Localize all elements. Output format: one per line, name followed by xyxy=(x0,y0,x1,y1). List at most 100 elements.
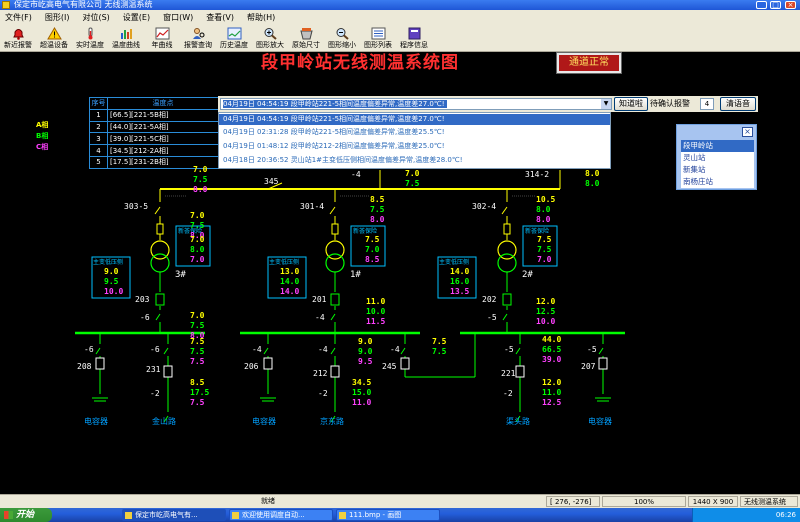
channel-status-badge: 通道正常 xyxy=(556,52,622,74)
menu-view[interactable]: 查看(V) xyxy=(206,13,234,22)
menu-graphics[interactable]: 图形(I) xyxy=(44,13,70,22)
outgoing-feeders xyxy=(92,333,611,423)
temp-reading-box1-low-b: 14.0 xyxy=(280,277,299,286)
menu-align[interactable]: 对位(S) xyxy=(82,13,110,22)
taskbar-item-app[interactable]: 保定市屹高电气有... xyxy=(122,509,226,521)
temp-reading-r231a-b: 7.5 xyxy=(190,347,205,356)
toolbar-original-size-button[interactable]: 原始尺寸 xyxy=(288,26,324,51)
close-icon[interactable]: × xyxy=(742,127,753,137)
chevron-down-icon[interactable]: ▼ xyxy=(601,99,611,109)
original-size-icon xyxy=(299,28,313,40)
station-item-xinji[interactable]: 新集站 xyxy=(683,165,706,174)
taskbar-item-paint[interactable]: 111.bmp - 画图 xyxy=(336,509,440,521)
temp-reading-top-314-a: 8.0 xyxy=(585,169,600,178)
toolbar-graph-list-button[interactable]: 图形列表 xyxy=(360,26,396,51)
label-221-5: -5 xyxy=(504,345,514,354)
phase-b-label: B相 xyxy=(36,132,49,140)
temp-reading-r231b-b: 17.5 xyxy=(190,388,209,397)
minimize-button[interactable]: _ xyxy=(756,1,767,9)
menu-file[interactable]: 文件(F) xyxy=(5,13,32,22)
menu-window[interactable]: 窗口(W) xyxy=(163,13,194,22)
list-item[interactable]: 04月19日 04:54:19 段甲岭站221-5相间温度偏差异常,温度差27.… xyxy=(219,114,610,125)
temp-reading-r302-b: 8.0 xyxy=(536,205,551,214)
label-207: 207 xyxy=(581,362,596,371)
label-minus4: -4 xyxy=(351,170,361,179)
warning-triangle-icon xyxy=(46,27,62,40)
toolbar-curve-button[interactable]: 温度曲线 xyxy=(108,26,144,51)
temp-reading-r221a-a: 44.0 xyxy=(542,335,561,344)
temp-reading-r221b-a: 12.0 xyxy=(542,378,561,387)
toolbar-zoom-out-button[interactable]: 图形缩小 xyxy=(324,26,360,51)
reading-boxes xyxy=(91,225,558,299)
alarm-select[interactable]: 04月19日 04:54:19 段甲岭站221-5相间温度偏差异常,温度差27.… xyxy=(220,98,612,110)
lv-breakers xyxy=(155,293,512,306)
list-item[interactable]: 04月19日 01:48:12 段甲岭站212-2相间温度偏差异常,温度差25.… xyxy=(223,142,445,150)
status-ready: 就绪 xyxy=(261,497,275,505)
temp-reading-r301-c: 8.0 xyxy=(370,215,385,224)
toolbar-zoom-in-button[interactable]: 图形放大 xyxy=(252,26,288,51)
toolbar-year-button[interactable]: 年曲线 xyxy=(144,26,180,51)
system-tray: 06:26 xyxy=(692,508,800,522)
temp-reading-r212a-c: 9.5 xyxy=(358,357,373,366)
clear-voice-button[interactable]: 清语音 xyxy=(720,97,756,111)
maximize-button[interactable]: □ xyxy=(770,1,781,9)
ack-alarm-button[interactable]: 知道啦 xyxy=(614,97,648,111)
table-row[interactable]: 5[17.5][231-2B相] xyxy=(89,155,219,169)
box-label-2-low: 主变低压侧 xyxy=(439,258,469,266)
temp-reading-top-345-b: 7.5 xyxy=(193,175,208,184)
transformer-3-label: 3# xyxy=(175,270,186,280)
window-icon xyxy=(232,512,239,519)
table-row[interactable]: 3[39.0][221-5C相] xyxy=(89,132,219,146)
list-item[interactable]: 04月19日 02:31:28 段甲岭站221-5相间温度偏差异常,温度差25.… xyxy=(223,128,445,136)
station-item-duanjialing[interactable]: 段甲岭站 xyxy=(681,140,754,152)
label-203-6: -6 xyxy=(140,313,150,322)
label-314-2: 314-2 xyxy=(525,170,549,179)
temp-reading-r202-b: 12.5 xyxy=(536,307,555,316)
zoom-in-icon xyxy=(264,28,277,40)
box-label-1-low: 主变低压侧 xyxy=(269,258,299,266)
temp-reading-box1-top-c: 8.5 xyxy=(365,255,380,264)
diagram-canvas: 段甲岭站无线测温系统图 通道正常 A相 B相 C相 序号 温度点 1[66.5]… xyxy=(0,52,800,494)
window-title: 保定市屹高电气有限公司 无线测温系统 xyxy=(14,0,153,9)
temp-reading-r212a-b: 9.0 xyxy=(358,347,373,356)
menu-settings[interactable]: 设置(E) xyxy=(122,13,151,22)
toolbar-alarm-button[interactable]: 新近报警 xyxy=(0,26,36,51)
taskbar-item-dispatch[interactable]: 欢迎使用调度自动... xyxy=(229,509,333,521)
station-item-nanyangzhuang[interactable]: 南杨庄站 xyxy=(683,177,713,186)
phase-a-label: A相 xyxy=(36,121,49,129)
status-bar: 就绪 [ 276, -276] 100% 1440 X 900 无线测温系统 xyxy=(0,494,800,508)
temp-reading-r201-b: 10.0 xyxy=(366,307,385,316)
label-201-4: -4 xyxy=(315,313,325,322)
temp-reading-r231b-c: 7.5 xyxy=(190,398,205,407)
toolbar-program-info-button[interactable]: 程序信息 xyxy=(396,26,432,51)
toolbar-overtemp-button[interactable]: 超温设备 xyxy=(36,26,72,51)
close-button[interactable]: × xyxy=(785,1,796,9)
hv-feeders xyxy=(154,170,561,240)
toolbar-history-button[interactable]: 历史温度 xyxy=(216,26,252,51)
label-345: 345 xyxy=(264,177,279,186)
temp-reading-top-345-a: 7.0 xyxy=(193,165,208,174)
window-titlebar: 保定市屹高电气有限公司 无线测温系统 _ □ × xyxy=(0,0,800,10)
toolbar-realtime-button[interactable]: 实时温度 xyxy=(72,26,108,51)
transformers xyxy=(150,240,517,273)
windows-flag-icon xyxy=(4,511,13,519)
app-icon xyxy=(125,512,132,519)
start-button[interactable]: 开始 xyxy=(0,508,52,522)
diagram-title: 段甲岭站无线测温系统图 xyxy=(261,53,459,73)
temp-reading-r303-a: 7.0 xyxy=(190,211,205,220)
list-item[interactable]: 04月18日 20:36:52 灵山站1#主变低压侧相间温度偏差异常,温度差28… xyxy=(223,156,463,164)
temp-reading-r221a-b: 66.5 xyxy=(542,345,561,354)
pending-alarm-label: 待确认报警 xyxy=(650,99,690,108)
label-302-4: 302-4 xyxy=(472,202,496,211)
feeder-name-jinshan: 金山路 xyxy=(152,416,176,426)
label-206-4: -4 xyxy=(252,345,262,354)
menu-help[interactable]: 帮助(H) xyxy=(246,13,276,22)
temperature-point-table: 序号 温度点 1[66.5][221-5B相] 2[44.0][221-5A相]… xyxy=(89,97,219,169)
temp-reading-box3-top-c: 7.0 xyxy=(190,255,205,264)
station-item-lingshan[interactable]: 灵山站 xyxy=(683,153,706,162)
temp-reading-box3-top-a: 7.0 xyxy=(190,235,205,244)
temp-reading-r231a-c: 7.5 xyxy=(190,357,205,366)
menu-bar: 文件(F) 图形(I) 对位(S) 设置(E) 窗口(W) 查看(V) 帮助(H) xyxy=(0,10,800,25)
toolbar-alarm-query-button[interactable]: 报警查询 xyxy=(180,26,216,51)
label-212-4: -4 xyxy=(318,345,328,354)
